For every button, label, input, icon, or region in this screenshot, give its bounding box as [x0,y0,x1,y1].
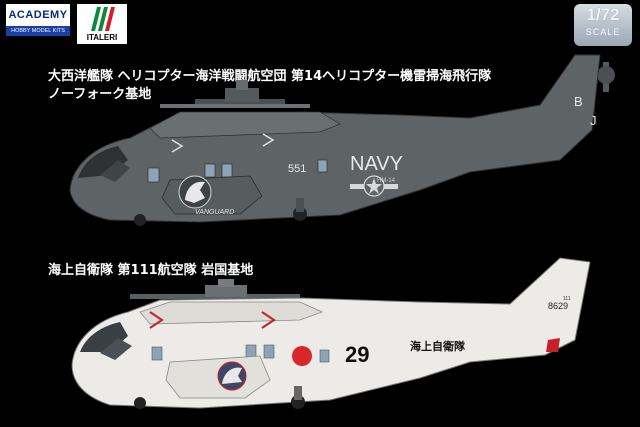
jmsdf-number: 29 [345,342,369,367]
jmsdf-fuselage [71,257,591,409]
jmsdf-service-label: 海上自衛隊 [410,339,466,353]
main-rotor-icon [160,80,310,108]
scale-word: SCALE [585,27,621,37]
variant1-title-line2: ノーフォーク基地 [48,87,152,102]
variant1-title-line1: 大西洋艦隊 ヘリコプター海洋戦闘航空団 第14ヘリコプター機雷掃海飛行隊 [48,69,492,84]
jmsdf-front-wheel [134,397,146,409]
scale-badge: 1/72 SCALE [574,4,632,46]
navy-modex: 551 [288,163,306,175]
academy-logo: ACADEMY HOBBY MODEL KITS [6,4,70,44]
jmsdf-serial: 8629 [548,301,568,311]
variant2-title: 海上自衛隊 第111航空隊 岩国基地 [48,263,254,278]
italeri-flag-icon [91,7,115,31]
navy-unit-code: HM-14 [377,178,396,184]
navy-tail-code: B [574,94,583,109]
navy-front-wheel [134,214,146,226]
main-rotor-icon [130,279,300,299]
navy-tail-code-2: J [590,113,597,128]
italeri-name: ITALERI [86,33,118,42]
navy-unit-name: VANGUARD [195,209,234,216]
italeri-logo: ITALERI [77,4,127,44]
tail-rotor-icon [597,62,615,92]
hinomaru-icon [292,346,312,366]
navy-service-label: NAVY [350,153,403,175]
academy-subtitle: HOBBY MODEL KITS [6,26,70,36]
jmsdf-serial-small: 111 [563,296,571,302]
scale-ratio: 1/72 [586,5,620,24]
academy-name: ACADEMY [6,4,70,26]
